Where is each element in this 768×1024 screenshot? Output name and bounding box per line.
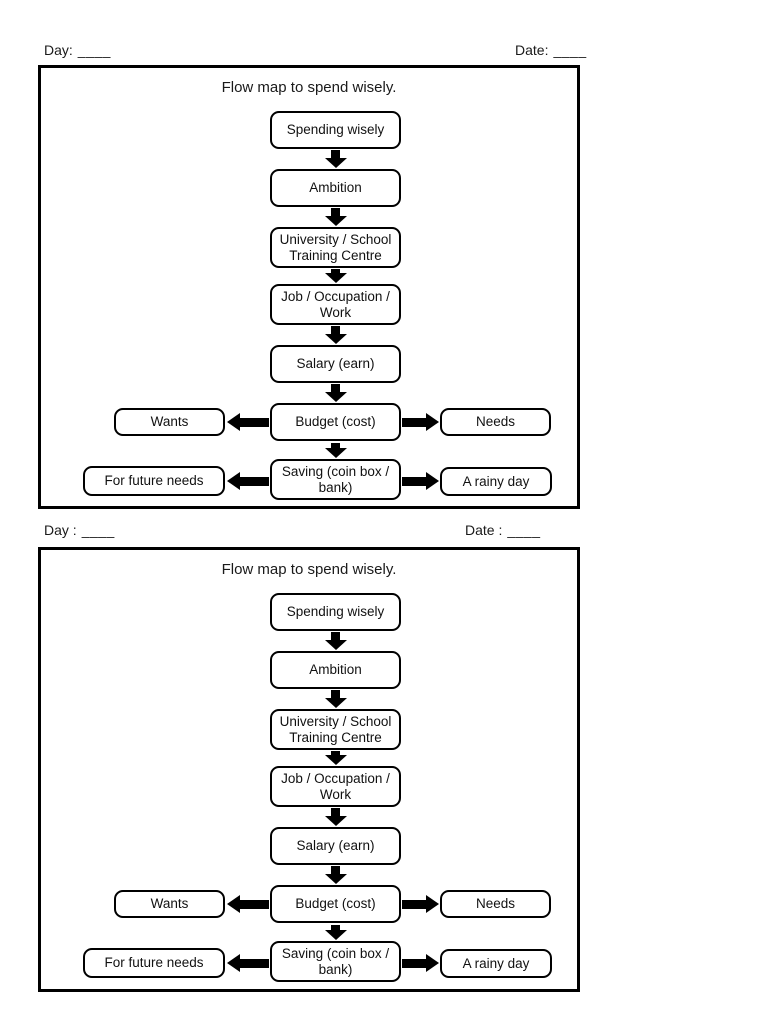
arrow-down-icon [324,690,347,708]
day-blank-line: ____ [77,42,111,58]
date-label: Date : [465,522,503,538]
date-blank-line: ____ [507,522,541,538]
date-label: Date: [515,42,549,58]
node-wants: Wants [114,408,225,436]
day-field: Day :____ [44,522,115,538]
node-needs: Needs [440,890,551,918]
arrow-right-icon [402,954,439,972]
arrow-down-icon [324,632,347,650]
day-blank-line: ____ [81,522,115,538]
panel-title: Flow map to spend wisely. [221,79,397,96]
node-spending-wisely: Spending wisely [270,593,401,631]
arrow-right-icon [402,895,439,913]
arrow-down-icon [324,808,347,826]
arrow-left-icon [227,954,269,972]
node-university-school-training-centre: University / School Training Centre [270,227,401,268]
node-job-occupation-work: Job / Occupation / Work [270,284,401,325]
node-for-future-needs: For future needs [83,466,225,496]
arrow-down-icon [324,925,347,940]
arrow-down-icon [324,751,347,765]
node-ambition: Ambition [270,169,401,207]
arrow-left-icon [227,413,269,431]
day-label: Day: [44,42,73,58]
arrow-down-icon [324,443,347,458]
node-salary-earn: Salary (earn) [270,345,401,383]
flow-map-panel-2: Flow map to spend wisely. Spending wisel… [38,547,580,992]
arrow-left-icon [227,472,269,490]
date-field: Date :____ [465,522,541,538]
arrow-down-icon [324,269,347,283]
day-field: Day:____ [44,42,111,58]
day-label: Day : [44,522,77,538]
node-a-rainy-day: A rainy day [440,949,552,978]
date-field: Date:____ [515,42,587,58]
flow-map-panel-1: Flow map to spend wisely. Spending wisel… [38,65,580,509]
arrow-right-icon [402,413,439,431]
arrow-down-icon [324,208,347,226]
node-ambition: Ambition [270,651,401,689]
arrow-down-icon [324,384,347,402]
node-for-future-needs: For future needs [83,948,225,978]
node-budget-cost: Budget (cost) [270,885,401,923]
node-budget-cost: Budget (cost) [270,403,401,441]
node-spending-wisely: Spending wisely [270,111,401,149]
node-salary-earn: Salary (earn) [270,827,401,865]
node-university-school-training-centre: University / School Training Centre [270,709,401,750]
node-saving-coin-box-bank: Saving (coin box / bank) [270,459,401,500]
node-saving-coin-box-bank: Saving (coin box / bank) [270,941,401,982]
node-job-occupation-work: Job / Occupation / Work [270,766,401,807]
node-a-rainy-day: A rainy day [440,467,552,496]
node-needs: Needs [440,408,551,436]
arrow-down-icon [324,326,347,344]
panel-title: Flow map to spend wisely. [221,561,397,578]
arrow-right-icon [402,472,439,490]
node-wants: Wants [114,890,225,918]
arrow-down-icon [324,150,347,168]
date-blank-line: ____ [553,42,587,58]
arrow-down-icon [324,866,347,884]
arrow-left-icon [227,895,269,913]
